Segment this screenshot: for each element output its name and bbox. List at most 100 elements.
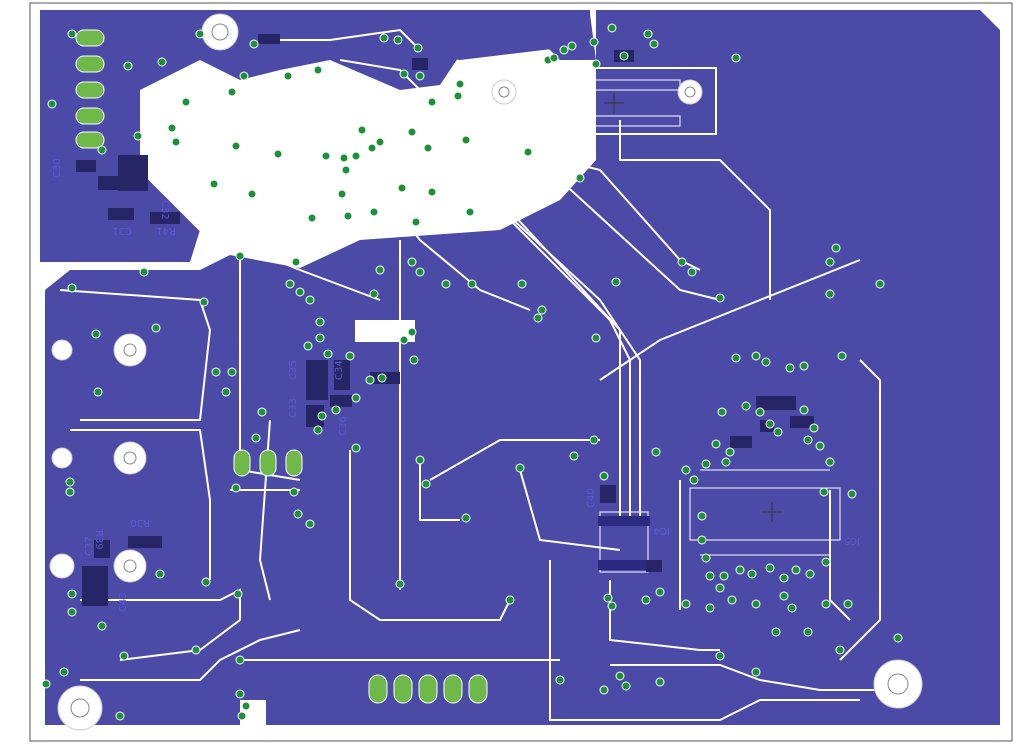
via-icon — [837, 351, 847, 361]
copper-pour-upper — [200, 14, 596, 90]
label-ic5: IC5 — [844, 535, 860, 546]
label-c33: C33 — [288, 398, 299, 418]
trace — [829, 490, 851, 621]
ic4-footprint — [598, 511, 650, 573]
smd-part — [306, 360, 328, 400]
via-icon — [67, 607, 77, 617]
pad-icon — [75, 107, 105, 125]
smd-part — [98, 176, 122, 190]
via-icon — [415, 71, 425, 81]
via-icon — [407, 327, 417, 337]
label-c37: C37 — [84, 536, 95, 556]
via-icon — [413, 43, 423, 53]
via-icon — [295, 287, 305, 297]
via-icon — [351, 443, 361, 453]
via-icon — [239, 71, 249, 81]
pad-icon — [75, 81, 105, 99]
via-icon — [307, 213, 317, 223]
via-icon — [227, 367, 237, 377]
via-icon — [515, 463, 525, 473]
via-icon — [171, 137, 181, 147]
via-icon — [291, 257, 301, 267]
trace — [59, 289, 212, 421]
smd-part — [82, 566, 108, 606]
via-icon — [407, 257, 417, 267]
trace — [349, 450, 511, 621]
via-icon — [285, 279, 295, 289]
via-icon — [67, 589, 77, 599]
smd-part — [756, 396, 796, 410]
via-icon — [697, 511, 707, 521]
via-icon — [821, 557, 831, 567]
via-icon — [321, 151, 331, 161]
trace — [599, 259, 861, 381]
via-icon — [569, 451, 579, 461]
clearance-block — [355, 320, 415, 342]
via-icon — [65, 487, 75, 497]
smd-part — [76, 160, 96, 172]
smd-part — [128, 536, 162, 548]
via-icon — [339, 153, 349, 163]
via-icon — [455, 79, 465, 89]
via-icon — [351, 151, 361, 161]
via-icon — [655, 587, 665, 597]
label-c31: C31 — [112, 225, 132, 236]
via-icon — [651, 447, 661, 457]
via-icon — [505, 595, 515, 605]
via-icon — [399, 69, 409, 79]
via-icon — [375, 265, 385, 275]
label-c34: C34 — [334, 360, 345, 380]
via-icon — [139, 267, 149, 277]
via-icon — [395, 579, 405, 589]
mounting-hole-icon — [491, 79, 517, 105]
pad-icon — [75, 131, 105, 149]
via-icon — [589, 37, 599, 47]
via-icon — [719, 571, 729, 581]
via-icon — [235, 251, 245, 261]
via-icon — [393, 35, 403, 45]
via-icon — [741, 401, 751, 411]
via-icon — [97, 621, 107, 631]
label-c36: C36 — [338, 416, 349, 436]
pad-icon — [368, 674, 388, 704]
label-r39: R39 — [93, 530, 104, 550]
via-icon — [607, 23, 617, 33]
smd-part — [118, 155, 148, 191]
via-icon — [517, 279, 527, 289]
label-r30: R30 — [130, 517, 150, 528]
pad-icon — [233, 449, 251, 477]
via-icon — [377, 373, 387, 383]
via-icon — [323, 349, 333, 359]
via-icon — [677, 257, 687, 267]
via-icon — [751, 599, 761, 609]
via-icon — [231, 141, 241, 151]
via-icon — [415, 455, 425, 465]
smd-part — [600, 485, 616, 503]
via-icon — [191, 645, 201, 655]
smd-part — [94, 540, 110, 558]
via-icon — [199, 297, 209, 307]
via-icon — [375, 137, 385, 147]
mounting-hole-icon — [873, 659, 923, 709]
mounting-hole-icon — [113, 549, 147, 583]
via-icon — [643, 29, 653, 39]
label-ic4: IC4 — [654, 525, 670, 536]
trace — [419, 129, 641, 520]
via-icon — [133, 131, 143, 141]
via-icon — [465, 207, 475, 217]
via-icon — [315, 333, 325, 343]
via-icon — [751, 351, 761, 361]
via-icon — [441, 279, 451, 289]
mounting-hole-icon — [113, 333, 147, 367]
via-icon — [181, 97, 191, 107]
via-icon — [337, 189, 347, 199]
connector-pads — [75, 29, 488, 704]
via-icon — [649, 39, 659, 49]
via-icon — [315, 317, 325, 327]
via-icon — [249, 39, 259, 49]
via-icon — [701, 553, 711, 563]
via-icon — [567, 41, 577, 51]
mounting-hole-icon — [113, 441, 147, 475]
smd-part — [334, 360, 350, 390]
trace — [260, 28, 421, 51]
